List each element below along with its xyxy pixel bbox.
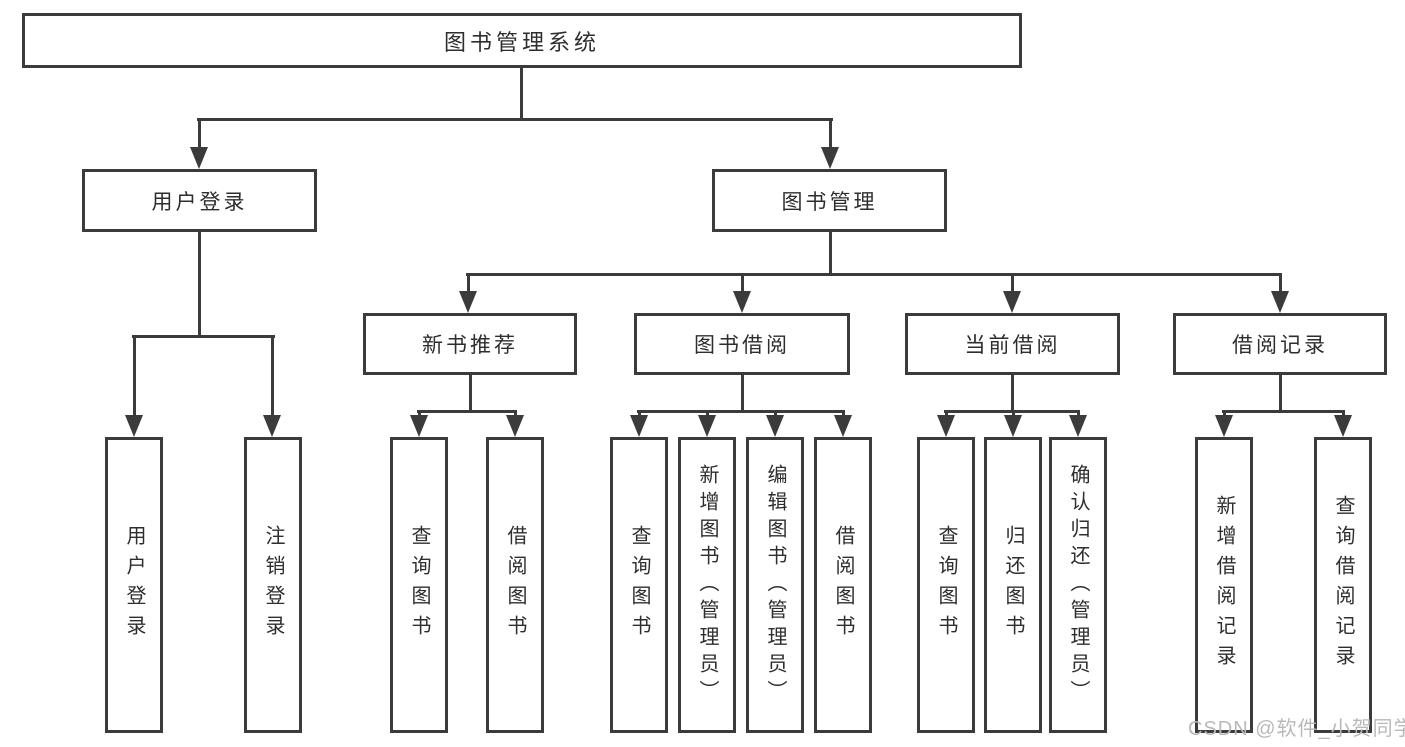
arrowhead-down-icon	[834, 415, 852, 437]
arrowhead-down-icon	[1215, 415, 1233, 437]
leaf-user-login: 用户登录	[105, 437, 163, 733]
arrowhead-down-icon	[125, 415, 143, 437]
connector-line	[945, 410, 948, 417]
connector-line	[842, 410, 845, 417]
node-label: 用户登录	[151, 190, 248, 214]
node-label: 查询图书	[628, 525, 650, 645]
connector-line	[774, 410, 777, 417]
node-label: 查询图书	[408, 525, 430, 645]
leaf-edit-books-admin: 编辑图书（管理员）	[746, 437, 804, 733]
connector-line	[1011, 375, 1014, 411]
leaf-recommend-query-books: 查询图书	[390, 437, 448, 733]
node-current-borrowing: 当前借阅	[905, 313, 1120, 375]
arrowhead-down-icon	[821, 147, 839, 169]
arrowhead-down-icon	[410, 415, 428, 437]
node-label: 新书推荐	[422, 334, 518, 357]
connector-line	[466, 273, 1282, 276]
leaf-confirm-return-admin: 确认归还（管理员）	[1049, 437, 1107, 733]
node-new-book-recommendation: 新书推荐	[363, 313, 577, 375]
connector-line	[197, 118, 833, 121]
leaf-current-query-books: 查询图书	[917, 437, 975, 733]
arrowhead-down-icon	[263, 415, 281, 437]
connector-line	[1279, 375, 1282, 411]
arrowhead-down-icon	[1334, 415, 1352, 437]
arrowhead-down-icon	[190, 147, 208, 169]
connector-line	[198, 118, 201, 148]
node-label: 当前借阅	[964, 334, 1061, 357]
connector-line	[514, 410, 517, 417]
arrowhead-down-icon	[506, 415, 524, 437]
leaf-logout: 注销登录	[244, 437, 302, 733]
connector-line	[1077, 410, 1080, 417]
node-label: 查询借阅记录	[1332, 495, 1354, 675]
arrowhead-down-icon	[766, 415, 784, 437]
connector-line	[417, 410, 517, 413]
node-label: 借阅图书	[504, 525, 526, 645]
connector-line	[637, 410, 845, 413]
node-label: 图书管理系统	[443, 29, 600, 55]
leaf-add-books-admin: 新增图书（管理员）	[678, 437, 736, 733]
connector-line	[1223, 410, 1226, 417]
node-label: 新增图书（管理员）	[696, 463, 718, 707]
arrowhead-down-icon	[698, 415, 716, 437]
connector-line	[741, 375, 744, 411]
arrowhead-down-icon	[1271, 291, 1289, 313]
connector-line	[829, 118, 832, 148]
node-book-borrowing: 图书借阅	[634, 313, 850, 375]
node-label: 编辑图书（管理员）	[764, 463, 786, 707]
node-borrowing-records: 借阅记录	[1173, 313, 1387, 375]
node-label: 归还图书	[1002, 525, 1024, 645]
arrowhead-down-icon	[630, 415, 648, 437]
connector-line	[418, 410, 421, 417]
csdn-watermark: CSDN @软件_小贺同学	[1188, 718, 1405, 740]
node-book-management: 图书管理	[712, 169, 947, 232]
leaf-recommend-borrow-books: 借阅图书	[486, 437, 544, 733]
node-user-login: 用户登录	[82, 169, 317, 232]
arrowhead-down-icon	[459, 291, 477, 313]
connector-line	[469, 375, 472, 411]
arrowhead-down-icon	[937, 415, 955, 437]
arrowhead-down-icon	[1069, 415, 1087, 437]
leaf-query-borrow-record: 查询借阅记录	[1314, 437, 1372, 733]
connector-line	[1012, 410, 1015, 417]
leaf-borrow-books: 借阅图书	[814, 437, 872, 733]
node-label: 查询图书	[935, 525, 957, 645]
leaf-return-books: 归还图书	[984, 437, 1042, 733]
arrowhead-down-icon	[1004, 415, 1022, 437]
connector-line	[1222, 410, 1345, 413]
leaf-borrow-query-books: 查询图书	[610, 437, 668, 733]
node-library-management-system: 图书管理系统	[22, 13, 1022, 68]
connector-line	[706, 410, 709, 417]
leaf-add-borrow-record: 新增借阅记录	[1195, 437, 1253, 733]
node-label: 借阅图书	[832, 525, 854, 645]
node-label: 确认归还（管理员）	[1067, 463, 1089, 707]
arrowhead-down-icon	[1003, 291, 1021, 313]
connector-line	[1011, 273, 1014, 293]
connector-line	[467, 273, 470, 293]
node-label: 新增借阅记录	[1213, 495, 1235, 675]
node-label: 注销登录	[262, 525, 284, 645]
connector-line	[829, 232, 832, 274]
node-label: 借阅记录	[1232, 334, 1328, 357]
connector-line	[271, 335, 274, 416]
connector-line	[1279, 273, 1282, 293]
arrowhead-down-icon	[733, 291, 751, 313]
connector-line	[132, 335, 275, 338]
connector-line	[133, 335, 136, 416]
node-label: 图书管理	[781, 190, 878, 214]
connector-line	[198, 232, 201, 336]
node-label: 用户登录	[123, 525, 145, 645]
node-label: 图书借阅	[694, 334, 790, 357]
connector-line	[520, 68, 523, 118]
connector-line	[741, 273, 744, 293]
connector-line	[1342, 410, 1345, 417]
connector-line	[638, 410, 641, 417]
